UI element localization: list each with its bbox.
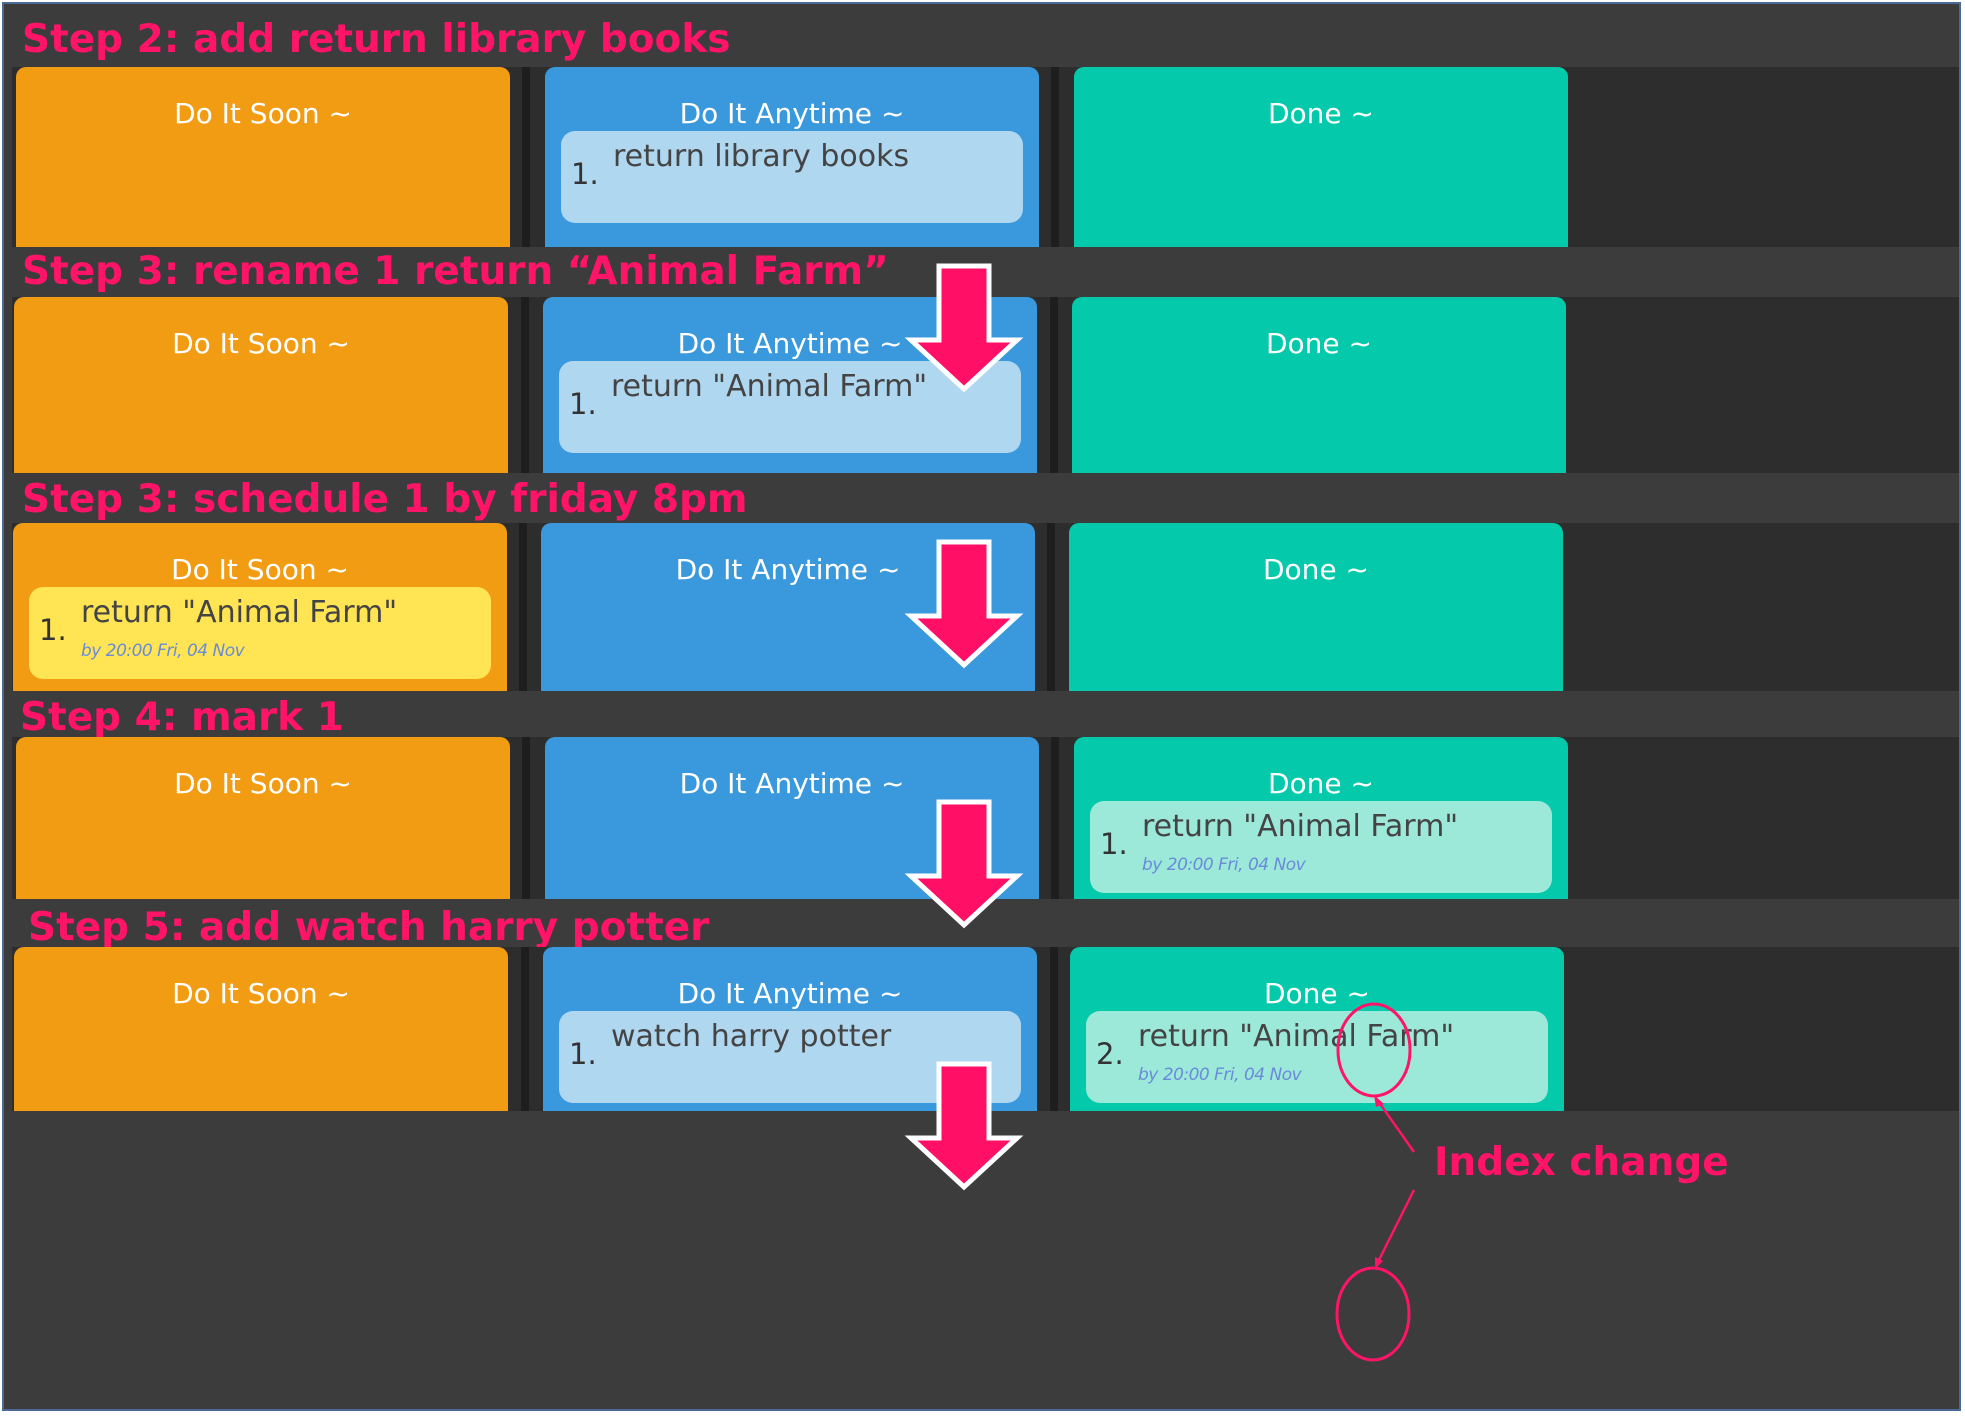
task-due-date: by 20:00 Fri, 04 Nov — [81, 641, 245, 661]
task-card[interactable]: 1. return "Animal Farm" by 20:00 Fri, 04… — [29, 587, 491, 679]
column-header: Do It Anytime ~ — [677, 327, 903, 360]
step-title: Step 5: add watch harry potter — [28, 905, 710, 950]
task-text: return library books — [613, 139, 910, 174]
column-divider — [1050, 297, 1058, 473]
column-do-it-soon: Do It Soon ~ 1. return "Animal Farm" by … — [13, 523, 507, 691]
task-text: return "Animal Farm" — [1142, 809, 1459, 844]
column-do-it-soon: Do It Soon ~ — [14, 297, 508, 473]
task-index: 1. — [569, 387, 597, 421]
task-text: return "Animal Farm" — [1138, 1019, 1455, 1054]
column-do-it-soon: Do It Soon ~ — [16, 67, 510, 247]
column-header: Do It Soon ~ — [171, 553, 349, 586]
column-do-it-anytime: Do It Anytime ~ 1. return library books — [545, 67, 1039, 247]
column-header: Do It Soon ~ — [172, 977, 350, 1010]
pointer-arrowhead-icon — [1375, 1257, 1383, 1269]
step-title: Step 2: add return library books — [22, 17, 731, 62]
column-header: Do It Soon ~ — [174, 97, 352, 130]
column-divider — [1047, 523, 1055, 691]
task-card[interactable]: 1. watch harry potter — [559, 1011, 1021, 1103]
column-header: Do It Anytime ~ — [679, 97, 905, 130]
column-header: Done ~ — [1265, 327, 1373, 360]
board-step-5: Do It Soon ~ Do It Anytime ~ 1. watch ha… — [12, 947, 1959, 1111]
task-text: return "Animal Farm" — [81, 595, 398, 630]
column-divider — [519, 523, 527, 691]
task-text: watch harry potter — [611, 1019, 892, 1054]
column-do-it-anytime: Do It Anytime ~ 1. watch harry potter — [543, 947, 1037, 1111]
task-due-date: by 20:00 Fri, 04 Nov — [1142, 855, 1306, 875]
column-do-it-soon: Do It Soon ~ — [16, 737, 510, 899]
step-title: Step 3: rename 1 return “Animal Farm” — [22, 249, 889, 294]
column-done: Done ~ — [1069, 523, 1563, 691]
column-divider — [521, 297, 529, 473]
column-header: Done ~ — [1263, 977, 1371, 1010]
column-header: Do It Anytime ~ — [677, 977, 903, 1010]
column-header: Do It Soon ~ — [174, 767, 352, 800]
column-header: Done ~ — [1262, 553, 1370, 586]
pointer-line-icon — [1374, 1189, 1416, 1267]
task-card[interactable]: 2. return "Animal Farm" by 20:00 Fri, 04… — [1086, 1011, 1548, 1103]
task-index: 2. — [1096, 1037, 1124, 1071]
column-divider — [1051, 67, 1059, 247]
column-divider — [521, 947, 529, 1111]
column-done: Done ~ — [1072, 297, 1566, 473]
column-header: Done ~ — [1267, 97, 1375, 130]
task-text: return "Animal Farm" — [611, 369, 928, 404]
column-header: Do It Anytime ~ — [675, 553, 901, 586]
column-divider — [522, 737, 530, 899]
column-done: Done ~ — [1074, 67, 1568, 247]
index-change-label: Index change — [1434, 1140, 1729, 1185]
board-step-3-rename: Do It Soon ~ Do It Anytime ~ 1. return "… — [12, 297, 1959, 473]
task-index: 1. — [1100, 827, 1128, 861]
column-do-it-anytime: Do It Anytime ~ — [541, 523, 1035, 691]
column-do-it-anytime: Do It Anytime ~ — [545, 737, 1039, 899]
column-divider — [1050, 947, 1058, 1111]
column-header: Done ~ — [1267, 767, 1375, 800]
step-title: Step 4: mark 1 — [20, 695, 344, 740]
column-do-it-anytime: Do It Anytime ~ 1. return "Animal Farm" — [543, 297, 1037, 473]
column-divider — [522, 67, 530, 247]
column-done: Done ~ 1. return "Animal Farm" by 20:00 … — [1074, 737, 1568, 899]
column-done: Done ~ 2. return "Animal Farm" by 20:00 … — [1070, 947, 1564, 1111]
task-index: 1. — [569, 1037, 597, 1071]
task-due-date: by 20:00 Fri, 04 Nov — [1138, 1065, 1302, 1085]
task-card[interactable]: 1. return "Animal Farm" by 20:00 Fri, 04… — [1090, 801, 1552, 893]
board-step-3-schedule: Do It Soon ~ 1. return "Animal Farm" by … — [12, 523, 1959, 691]
task-index: 1. — [571, 157, 599, 191]
task-index: 1. — [39, 613, 67, 647]
highlight-circle-icon — [1335, 1266, 1411, 1362]
column-header: Do It Soon ~ — [172, 327, 350, 360]
task-card[interactable]: 1. return "Animal Farm" — [559, 361, 1021, 453]
task-card[interactable]: 1. return library books — [561, 131, 1023, 223]
column-header: Do It Anytime ~ — [679, 767, 905, 800]
board-step-4: Do It Soon ~ Do It Anytime ~ Done ~ 1. r… — [12, 737, 1959, 899]
column-divider — [1051, 737, 1059, 899]
column-do-it-soon: Do It Soon ~ — [14, 947, 508, 1111]
board-step-2: Do It Soon ~ Do It Anytime ~ 1. return l… — [12, 67, 1959, 247]
step-title: Step 3: schedule 1 by friday 8pm — [22, 477, 748, 522]
